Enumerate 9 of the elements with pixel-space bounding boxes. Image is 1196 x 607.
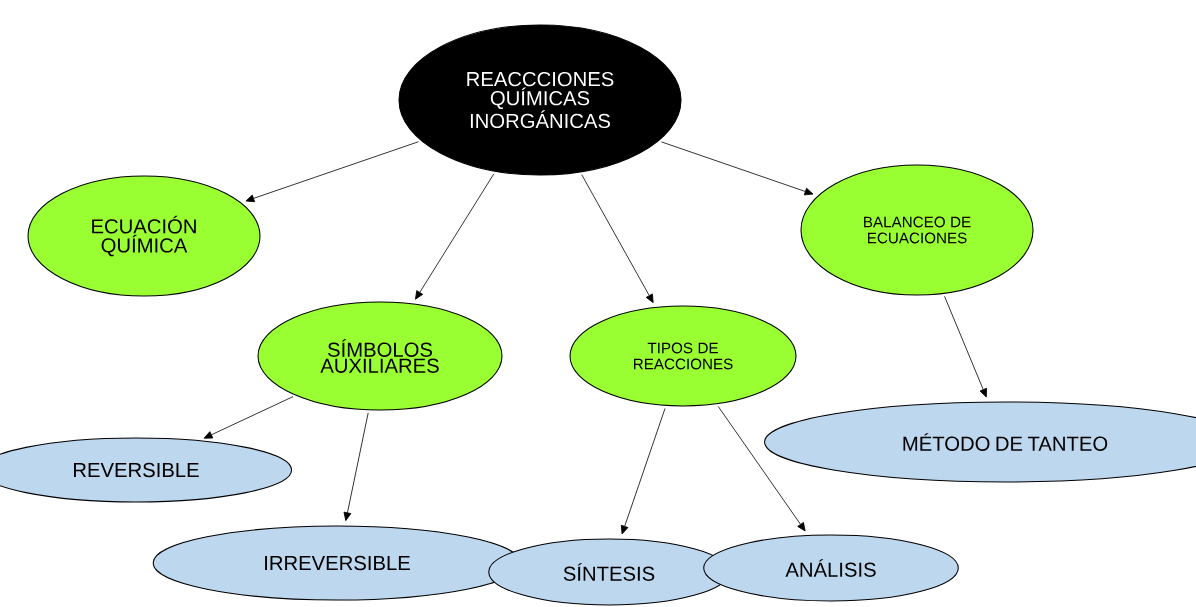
arrow xyxy=(717,406,806,532)
arrow xyxy=(343,412,369,521)
arrow xyxy=(203,396,294,439)
arrow xyxy=(581,174,654,303)
arrow xyxy=(415,173,495,300)
arrow xyxy=(944,295,987,398)
arrow xyxy=(620,408,666,535)
arrow xyxy=(245,141,419,203)
arrow xyxy=(661,141,814,196)
